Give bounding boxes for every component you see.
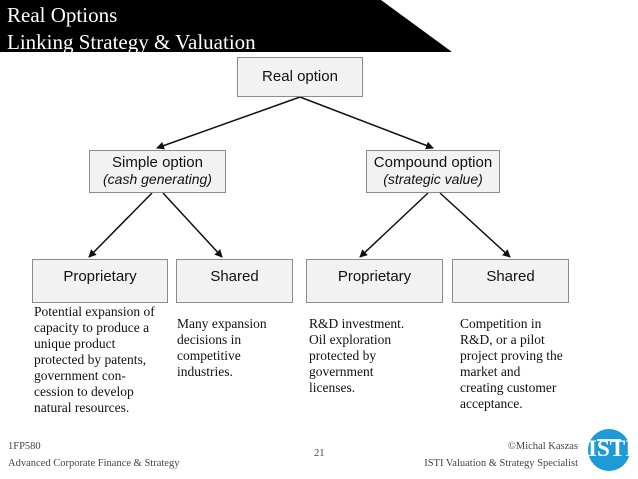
simple-proprietary-label: Proprietary	[63, 268, 137, 285]
simple-option-label: Simple option	[112, 154, 203, 171]
compound-shared-node: Shared	[452, 259, 569, 303]
compound-shared-description: Competition in R&D, or a pilot project p…	[460, 316, 563, 411]
logo-bar	[597, 439, 621, 441]
simple-shared-description: Many expansion decisions in competitive …	[177, 316, 267, 379]
simple-option-sublabel: (cash generating)	[103, 171, 212, 187]
arrow-simple-to-proprietary	[88, 192, 153, 258]
slide-title: Real Options	[7, 3, 118, 27]
logo-text: ISTI	[588, 436, 635, 461]
page-number: 21	[314, 448, 325, 459]
arrow-root-to-simple	[156, 96, 301, 150]
simple-option-node: Simple option (cash generating)	[89, 150, 226, 193]
compound-shared-label: Shared	[486, 268, 535, 285]
compound-option-label: Compound option	[373, 154, 493, 171]
banner-shape	[0, 0, 452, 52]
compound-proprietary-node: Proprietary	[306, 259, 443, 303]
compound-option-node: Compound option (strategic value)	[366, 150, 500, 193]
course-code: 1FP580	[8, 441, 41, 452]
arrow-compound-to-proprietary	[359, 192, 429, 258]
author-name: ©Michal Kaszas	[507, 441, 578, 452]
compound-proprietary-description: R&D investment. Oil exploration protecte…	[309, 316, 405, 395]
arrow-simple-to-shared	[162, 192, 223, 258]
compound-option-sublabel: (strategic value)	[383, 171, 483, 187]
simple-proprietary-node: Proprietary	[32, 259, 168, 303]
slide-subtitle: Linking Strategy & Valuation	[7, 30, 256, 54]
arrow-compound-to-shared	[439, 192, 511, 258]
course-name: Advanced Corporate Finance & Strategy	[8, 458, 180, 469]
real-option-node: Real option	[237, 57, 363, 97]
simple-shared-label: Shared	[210, 268, 259, 285]
title-banner: Real Options Linking Strategy & Valuatio…	[0, 0, 638, 56]
simple-shared-node: Shared	[176, 259, 293, 303]
isti-logo: ISTI	[588, 429, 635, 471]
compound-proprietary-label: Proprietary	[337, 268, 412, 285]
arrow-root-to-compound	[299, 96, 434, 150]
author-title: ISTI Valuation & Strategy Specialist	[424, 458, 578, 469]
real-option-label: Real option	[262, 68, 338, 85]
simple-proprietary-description: Potential expansion of capacity to produ…	[34, 304, 155, 415]
